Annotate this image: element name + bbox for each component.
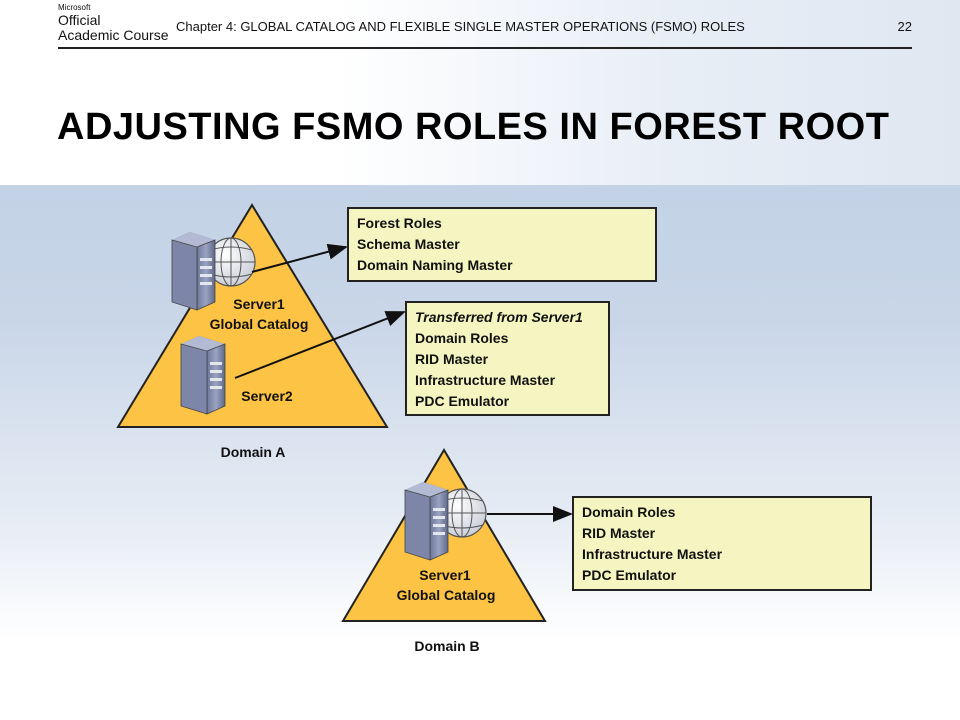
- header-rule: [58, 47, 912, 49]
- server-icon: [171, 232, 216, 311]
- forest-role-item: Domain Naming Master: [357, 257, 513, 273]
- domain-a-server1-name: Server1: [233, 296, 285, 312]
- domain-a-server1-role: Global Catalog: [209, 316, 309, 332]
- domain-b-label: Domain B: [414, 638, 480, 654]
- slide-title: ADJUSTING FSMO ROLES IN FOREST ROOT: [57, 106, 890, 148]
- domain-b-roles-title: Domain Roles: [582, 504, 676, 520]
- domain-a-server2-name: Server2: [241, 388, 293, 404]
- server-icon: [180, 336, 226, 415]
- server-icon: [404, 482, 449, 561]
- domain-b-server1-name: Server1: [419, 567, 471, 583]
- transferred-roles-title: Domain Roles: [415, 330, 509, 346]
- logo: Microsoft Official Academic Course: [58, 4, 169, 43]
- chapter-title: Chapter 4: GLOBAL CATALOG AND FLEXIBLE S…: [176, 19, 745, 34]
- transferred-from-label: Transferred from Server1: [415, 309, 583, 325]
- forest-roles-box: Forest Roles Schema Master Domain Naming…: [347, 207, 657, 282]
- domain-b-roles-box: Domain Roles RID Master Infrastructure M…: [572, 496, 872, 591]
- forest-roles-title: Forest Roles: [357, 215, 442, 231]
- domain-b-role-item: RID Master: [582, 525, 656, 541]
- page-number: 22: [897, 19, 912, 34]
- transferred-role-item: RID Master: [415, 351, 489, 367]
- logo-line2: Academic Course: [58, 27, 169, 43]
- domain-b-server1-role: Global Catalog: [396, 587, 496, 603]
- transferred-role-item: PDC Emulator: [415, 393, 510, 409]
- logo-microsoft: Microsoft: [58, 3, 91, 12]
- logo-line1: Official: [58, 12, 101, 28]
- forest-role-item: Schema Master: [357, 236, 460, 252]
- arrow-to-transferred-roles: [234, 311, 406, 379]
- arrow-to-forest-roles: [251, 243, 348, 273]
- transferred-roles-box: Transferred from Server1 Domain Roles RI…: [405, 301, 610, 416]
- globe-icon: [437, 488, 487, 538]
- transferred-role-item: Infrastructure Master: [415, 372, 556, 388]
- domain-a-label: Domain A: [220, 444, 286, 460]
- domain-b-role-item: Infrastructure Master: [582, 546, 723, 562]
- domain-b-role-item: PDC Emulator: [582, 567, 677, 583]
- header-band: [0, 0, 960, 185]
